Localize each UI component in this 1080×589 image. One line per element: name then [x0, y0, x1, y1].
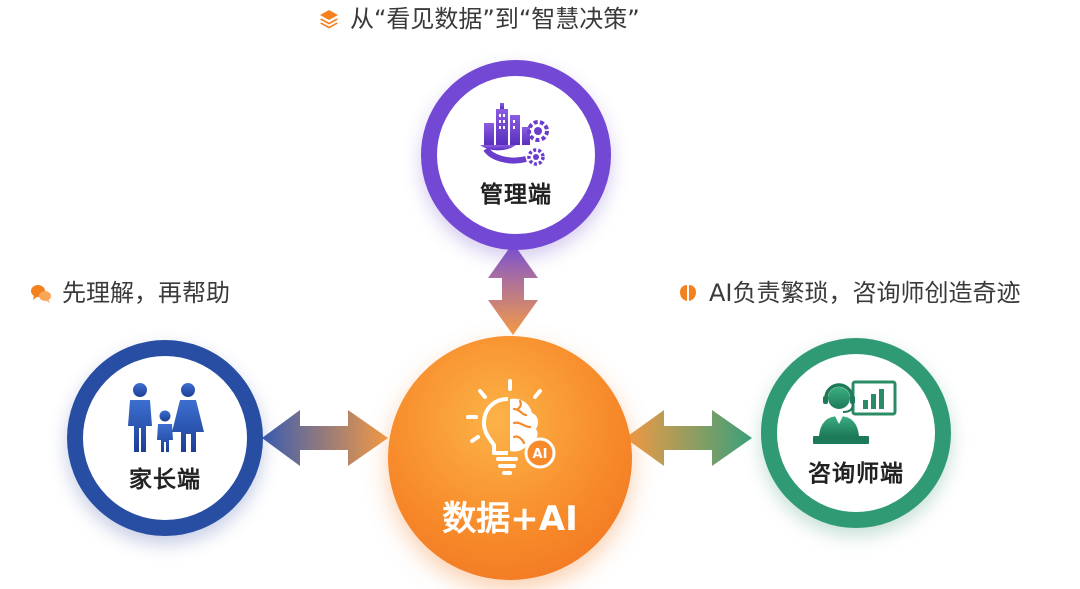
chat-bubbles-icon	[31, 285, 51, 303]
caption-top: 从“看见数据”到“智慧决策”	[318, 7, 640, 31]
ai-badge-text: AI	[533, 447, 548, 462]
node-counselor: 咨询师端	[761, 338, 951, 528]
city-gear-icon	[480, 103, 549, 166]
arrow-admin-center	[488, 243, 538, 335]
arrow-parent-center	[262, 410, 388, 466]
arrow-center-counselor	[625, 410, 752, 466]
node-admin: 管理端	[421, 60, 611, 250]
caption-top-text: 从“看见数据”到“智慧决策”	[350, 5, 640, 33]
node-center-label: 数据+AI	[442, 498, 578, 539]
node-parent: 家长端	[67, 340, 263, 536]
caption-right-text: AI负责繁琐，咨询师创造奇迹	[709, 279, 1021, 307]
caption-right: AI负责繁琐，咨询师创造奇迹	[677, 281, 1021, 305]
node-admin-label: 管理端	[480, 182, 552, 208]
layers-icon	[320, 10, 338, 29]
caption-left-text: 先理解，再帮助	[62, 279, 230, 307]
caption-left: 先理解，再帮助	[30, 281, 230, 305]
ai-brain-bulb-icon: AI	[466, 378, 556, 475]
node-center: AI 数据+AI	[388, 336, 632, 580]
brain-icon	[680, 285, 696, 301]
node-counselor-label: 咨询师端	[808, 461, 904, 487]
family-icon	[128, 383, 204, 452]
node-parent-label: 家长端	[129, 467, 201, 493]
counselor-headset-icon	[813, 380, 897, 444]
